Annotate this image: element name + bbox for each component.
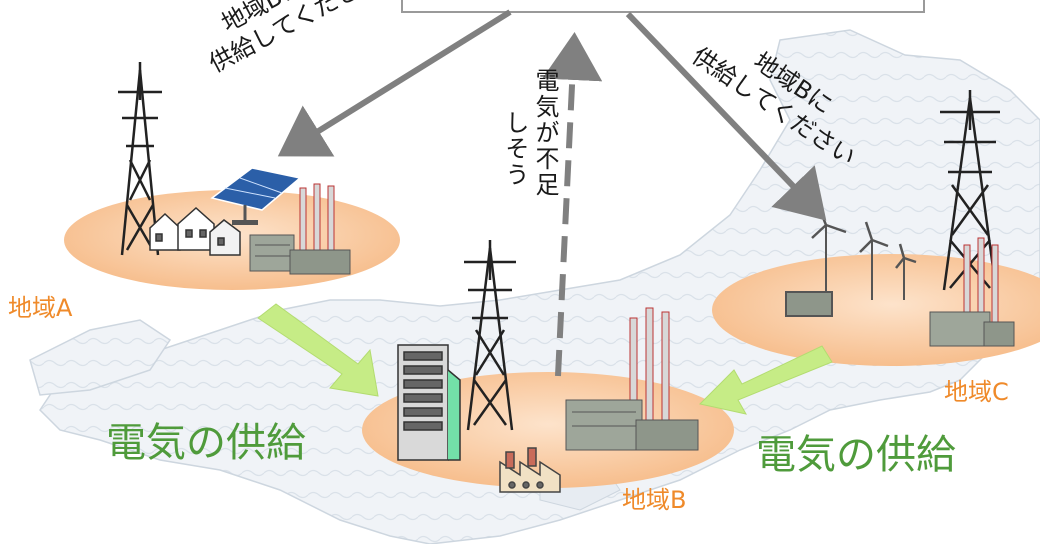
supply-label-left: 電気の供給 <box>106 420 306 466</box>
region-a-houses-icon <box>149 206 241 256</box>
region-b-label: 地域B <box>622 486 687 514</box>
solar-panel-icon <box>210 167 302 225</box>
supply-arrow-left <box>257 303 379 397</box>
region-b-power-plant-icon <box>565 307 699 451</box>
region-b-transmission-tower-icon <box>464 240 516 431</box>
shortage-arrow-dashed <box>542 32 603 377</box>
request-arrow-left <box>277 9 512 157</box>
region-a-label: 地域A <box>8 294 73 322</box>
top-box <box>401 0 925 13</box>
factory-icon <box>499 447 561 493</box>
region-c-label: 地域C <box>944 378 1009 406</box>
region-c-power-plant-icon <box>929 237 1015 347</box>
wind-turbine-icon <box>785 204 917 317</box>
shortage-label-col2: しそう <box>501 110 529 188</box>
region-a-transmission-tower-icon <box>118 62 162 256</box>
supply-label-right: 電気の供給 <box>756 432 956 478</box>
request-arrow-right <box>625 11 827 221</box>
shortage-label-col1: 電気が不足 <box>531 68 559 198</box>
supply-arrow-right <box>698 345 833 415</box>
region-a-power-plant-icon <box>249 183 351 275</box>
office-building-icon <box>397 344 461 461</box>
region-c-transmission-tower-icon <box>940 90 1000 291</box>
